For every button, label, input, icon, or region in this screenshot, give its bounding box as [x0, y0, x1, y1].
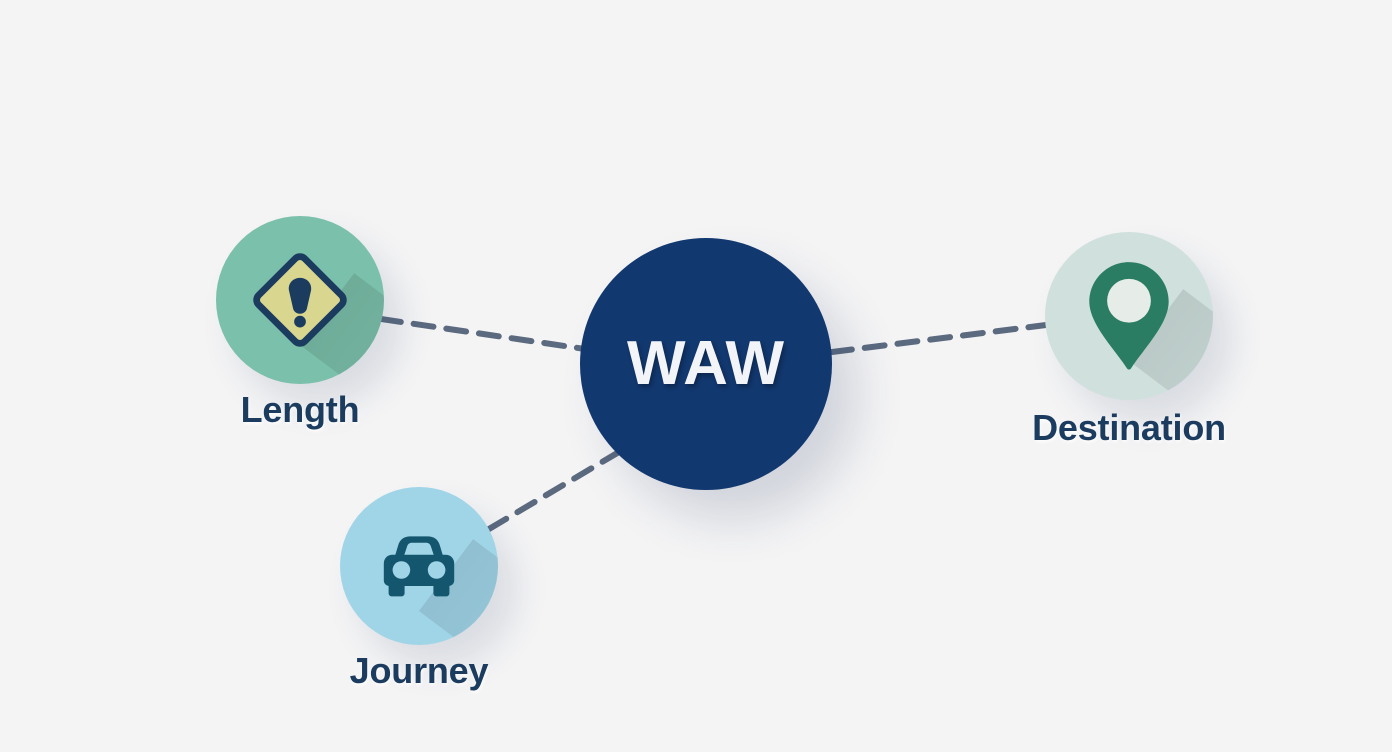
map-pin-icon: [1089, 262, 1169, 370]
node-length[interactable]: Length: [216, 216, 384, 428]
hub-circle: WAW: [580, 238, 832, 490]
node-destination[interactable]: Destination: [1032, 232, 1226, 446]
warning-diamond-icon: [253, 253, 347, 347]
connector-hub-to-destination: [829, 322, 1049, 355]
destination-label: Destination: [1032, 407, 1226, 448]
journey-circle: [340, 487, 498, 645]
car-icon: [383, 536, 455, 597]
connector-length-to-hub: [378, 316, 588, 352]
connector-journey-to-hub: [486, 449, 622, 532]
node-journey[interactable]: Journey: [340, 487, 498, 689]
length-label: Length: [240, 389, 360, 430]
length-circle: [216, 216, 384, 384]
journey-label: Journey: [349, 650, 489, 691]
hub-node-waw[interactable]: WAW: [580, 238, 832, 490]
destination-circle: [1045, 232, 1213, 400]
hub-label: WAW: [627, 329, 785, 398]
